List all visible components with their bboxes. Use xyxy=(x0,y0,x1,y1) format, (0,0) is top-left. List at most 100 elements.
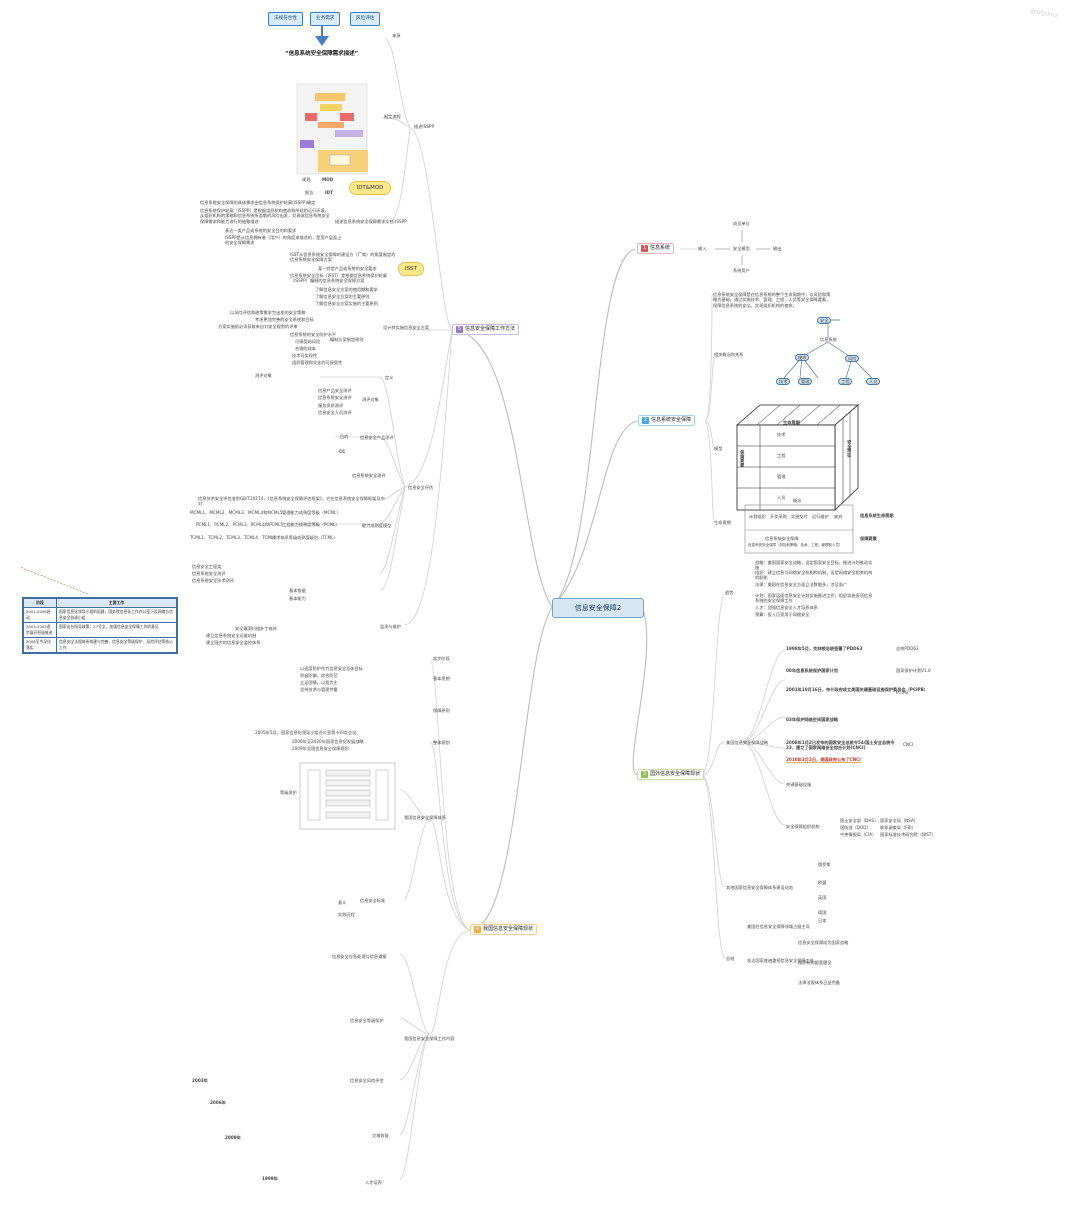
cube-row: 技术 xyxy=(777,432,786,437)
table-row: 2003-2005逐步展开积极推进 国家出台指导政策；27号文，加强信息安全保障… xyxy=(23,622,177,638)
b1-node: 输入 xyxy=(698,246,707,251)
level-item: PCML1、PCML2、PCML3、PCML4和PCML5 xyxy=(196,522,284,527)
us-item: 03年保护网络空间国家战略 xyxy=(786,717,838,722)
isst-item: 某一特定产品或系统的安全要求 xyxy=(318,266,377,271)
basic-gov-label: 基本依据 xyxy=(289,588,306,593)
summary-item: 组织机构配套健全 xyxy=(798,960,832,965)
summary-item: 美国在信息安全保障领域占据主导 xyxy=(747,924,810,929)
trend-item: 计划：国家层面信息安全计划实施推进工作，组织实施多项信息系统的安全保障工作 xyxy=(755,593,873,604)
tree-item: 信息安全应急处理与信息通报 xyxy=(332,954,387,959)
product-eval-label: 信息安全产品测评 xyxy=(360,435,394,440)
monitor-item: 安全漏洞扫描补丁修补 xyxy=(235,626,277,631)
summary-label: 总结 xyxy=(726,956,735,961)
table-header: 主要工作 xyxy=(56,598,177,608)
lifecycle-right: 保障要素 xyxy=(860,536,877,541)
graph-node: 技术 xyxy=(776,378,791,386)
phase-report: 报告 xyxy=(305,190,314,195)
principle: 以适度防护作为信息安全总体目标 xyxy=(300,666,363,671)
eval-item: 信息系统安全测评 xyxy=(192,571,226,576)
org-item: 联邦调查局（FBI） xyxy=(880,825,916,830)
time-item: 2006年 xyxy=(210,1100,226,1105)
table-cell: 2006至今深化落实 xyxy=(23,637,57,653)
plan-item: 2009年全国信息安全保障规划 xyxy=(292,746,349,751)
time-item: 2009年 xyxy=(225,1135,241,1140)
cube-front-title: 保障要素 xyxy=(740,450,746,467)
design-item: 可接受的风险 xyxy=(295,339,321,344)
branch-number: 4 xyxy=(474,926,481,933)
country: 欧盟 xyxy=(818,880,827,885)
flow-step: 计划组织 xyxy=(749,514,766,519)
side-label: CNCI xyxy=(903,742,914,747)
principle: 积极防御，综合防范 xyxy=(300,673,338,678)
monitor-item: 建立强大的信息安全监控体系 xyxy=(206,640,261,645)
idt-mod-pill[interactable]: IDT&MOD xyxy=(349,181,391,195)
table-cell: 2003-2005逐步展开积极推进 xyxy=(23,622,57,638)
tree-item: 人才培养 xyxy=(365,1180,382,1185)
design-item: 方案实施前必须获取来自对安全规划的评审 xyxy=(218,324,298,329)
eval-label: 信息安全评估 xyxy=(408,485,434,490)
plan-item: 2006年至2020年国家信息化发展战略 xyxy=(292,739,364,744)
overall-label: 整体规划 xyxy=(433,740,450,745)
stage-table: 阶段 主要工作 2001-2006启动 国家信息化领导小组的组建，国务院信息化工… xyxy=(22,597,178,654)
level-item: MCML1、MCML2、MCML3、MCML4和MCML5 xyxy=(190,510,283,515)
flow-step: 开发采购 xyxy=(770,514,787,519)
system-eval-label: 信息系统安全测评 xyxy=(352,473,386,478)
isspp-label: 描述ISSPP xyxy=(414,124,434,129)
product-eval: 服务资质测评 xyxy=(318,403,344,408)
branch-number: 3 xyxy=(641,771,648,778)
us-item: 2008年1月2日发布的国家安全总统令54/国土安全总统令23，建立了国家网络安… xyxy=(786,740,895,751)
work2-label: 我国信息安全保障工作内容 xyxy=(404,1036,455,1041)
branch-label: 国外信息安全保障现状 xyxy=(650,771,701,777)
level-item: TCML1、TCML2、TCML3、TCML4、TCML5 xyxy=(190,535,276,540)
regulation-button[interactable]: 法规符合性 xyxy=(268,12,303,26)
monitor-label: 监测与维护 xyxy=(380,624,401,629)
b1-node: 成员单位 xyxy=(733,221,750,226)
requirement-title: “信息系统安全保障需求描述” xyxy=(285,51,359,57)
trend-item: 战略：美国国家安全战略，设定国家安全目标，推进计划推动实施 xyxy=(755,560,873,571)
principle: 立足国情，以我为主 xyxy=(300,680,338,685)
graph-node: 工程 xyxy=(838,378,853,386)
design-item: 了解信息安全方案实施的主要原则 xyxy=(315,301,378,306)
summary-item: 法律法规体系日益完备 xyxy=(798,980,840,985)
down-arrow-icon xyxy=(315,36,329,46)
branch-number: 2 xyxy=(642,417,649,424)
tree-item: 信息安全等级保护 xyxy=(350,1018,384,1023)
cube-row: 人员 xyxy=(777,495,786,500)
side-label: 国家保护计划V1.0 xyxy=(896,668,931,673)
principle: 坚持技术与管理并重 xyxy=(300,687,338,692)
branch-label: 我国信息安全保障现状 xyxy=(483,926,534,932)
trend-item: 预算：投入巨资用于网络安全 xyxy=(755,612,810,617)
business-need-button[interactable]: 业务需求 xyxy=(310,12,341,26)
risk-assessment-button[interactable]: 风险评估 xyxy=(350,12,381,26)
tree-item: 信息安全风险评估 xyxy=(350,1078,384,1083)
time-item: 1999年 xyxy=(262,1176,278,1181)
root-node[interactable]: 信息安全保障2 xyxy=(552,598,644,618)
cube-row: 工程 xyxy=(777,453,786,458)
us-item: 1998年5月，克林顿总统签署了PDD63 xyxy=(786,646,863,651)
design-item: 信息系统的安全防护水平 xyxy=(290,332,337,337)
trend-item: 组织：建立信息与网络安全机构和机制，设定网络安全相关机构的职能 xyxy=(755,570,873,581)
define-label: 定义 xyxy=(385,375,394,380)
branch-number: 5 xyxy=(456,326,463,333)
isst-pill[interactable]: ISST xyxy=(398,262,424,276)
design-item: 了解信息安全方案的使用期和要求 xyxy=(315,287,378,292)
design-item: 合理的成本 xyxy=(295,346,316,351)
tree-item: 信息安全标准 xyxy=(360,898,386,903)
country: 英国 xyxy=(818,895,827,900)
standard-text: 信息技术安全评估准则GB/T20274，《信息系统安全保障评估框架》，它在信息系… xyxy=(198,496,385,507)
purpose-label: 目的 xyxy=(340,434,349,439)
branch-label: 信息系统安全保障 xyxy=(651,417,692,423)
graph-node: 管理 xyxy=(798,378,813,386)
isspp-item: 信息系统安全保障的具体需求由信息系统保护轮廓(ISSPP)确定 xyxy=(200,200,316,205)
summary-item: 信息安全保障成为国家战略 xyxy=(798,940,849,945)
tree-item: 灾难恢复 xyxy=(372,1133,389,1138)
us-item-highlight: 2010年3月2日，美国政府公布了CNCI xyxy=(786,757,861,764)
org-label: 安全保障组织机构 xyxy=(786,824,820,829)
practice-label: 实践历程 xyxy=(338,912,355,917)
